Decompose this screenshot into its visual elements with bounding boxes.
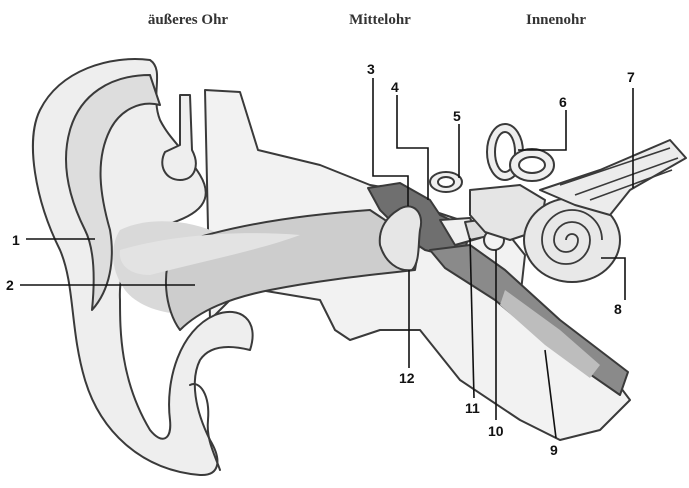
label-12: 12 xyxy=(399,370,415,386)
label-1: 1 xyxy=(12,232,20,248)
label-2: 2 xyxy=(6,277,14,293)
header-outer-ear: äußeres Ohr xyxy=(148,12,228,28)
label-10: 10 xyxy=(488,423,504,439)
label-7: 7 xyxy=(627,69,635,85)
label-9: 9 xyxy=(550,442,558,458)
semicircular-canals xyxy=(430,124,554,192)
label-4: 4 xyxy=(391,79,399,95)
label-6: 6 xyxy=(559,94,567,110)
label-3: 3 xyxy=(367,61,375,77)
header-middle-ear: Mittelohr xyxy=(349,12,411,28)
header-inner-ear: Innenohr xyxy=(526,12,586,28)
label-11: 11 xyxy=(465,400,480,416)
label-5: 5 xyxy=(453,108,461,124)
label-8: 8 xyxy=(614,301,622,317)
ear-illustration xyxy=(33,59,686,475)
